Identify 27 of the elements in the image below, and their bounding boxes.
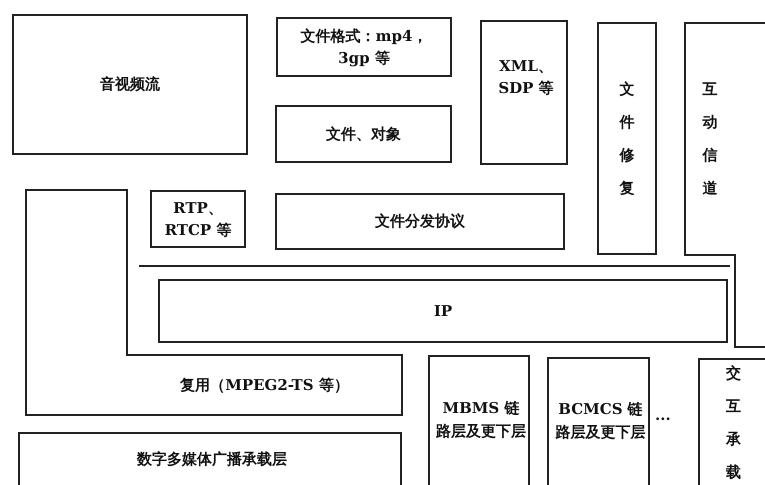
layer-label: 音视频流 [100,74,160,96]
layer-label: 互动信道 [702,79,718,199]
layer-label: 复用（MPEG2-TS 等） [180,374,349,396]
layer-label: IP [434,300,452,322]
layer-label: MBMS 链路层及更下层 [436,398,526,442]
layer-label: 文件、对象 [326,124,401,145]
ellipsis-label: ··· [655,410,671,428]
layer-box [597,22,657,255]
layer-box [275,193,565,250]
layer-label: 文件分发协议 [375,211,465,232]
layer-box [480,20,568,165]
layer-label: 文件格式：mp4，3gp 等 [300,26,428,69]
layer-box [698,358,765,485]
layer-label: XML、SDP 等 [497,56,555,99]
layer-box [158,279,728,343]
layer-label: 数字多媒体广播承载层 [137,448,287,470]
layer-box [275,105,452,163]
layer-box [12,14,248,155]
layer-box [547,357,650,485]
layer-box [18,432,402,485]
layer-label: 文件修复 [620,78,634,198]
layer-label: BCMCS 链路层及更下层 [556,399,646,442]
layer-box [276,17,452,77]
layer-box [428,355,530,485]
layer-label: 交互承载 [726,362,741,482]
layer-label: RTP、RTCP 等 [164,198,232,241]
layer-box [150,190,246,248]
